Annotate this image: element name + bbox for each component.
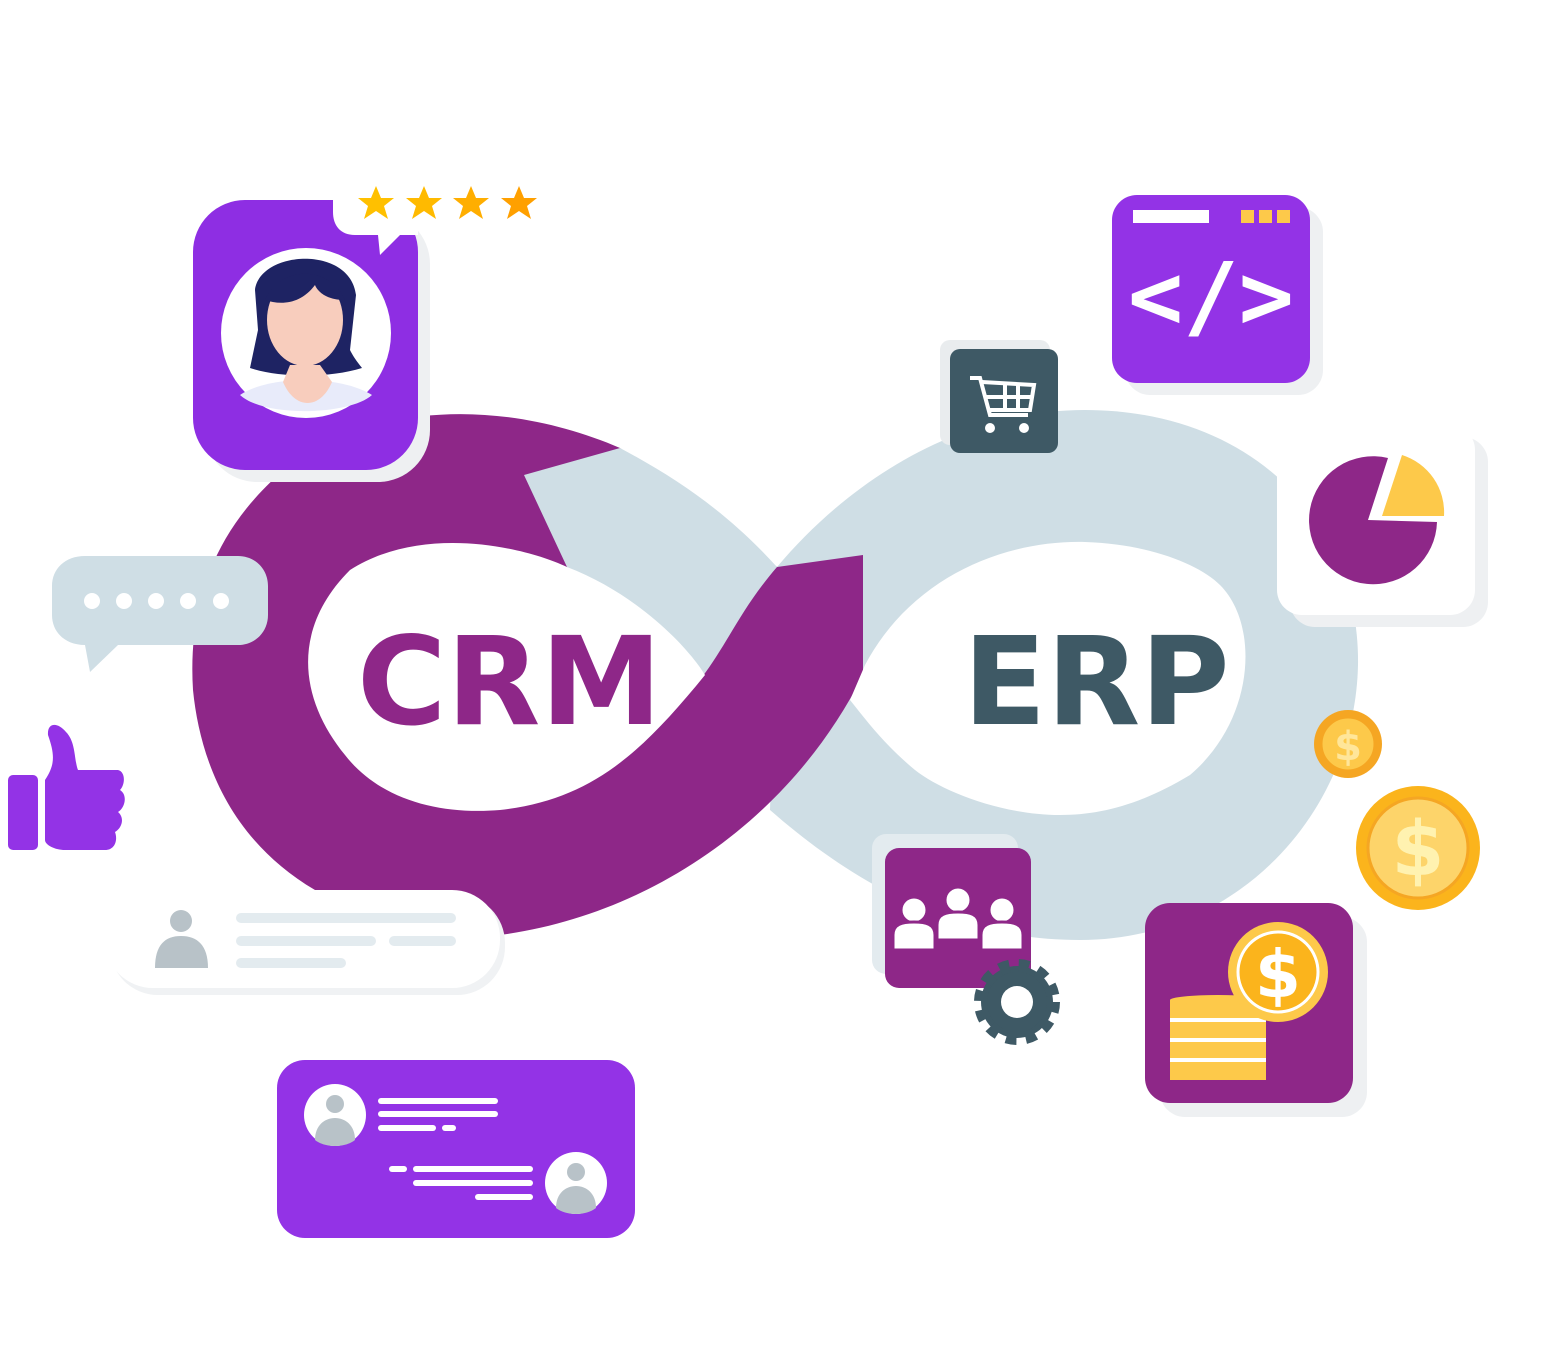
dollar-icon: $: [1255, 936, 1301, 1013]
user-avatar-icon: [545, 1152, 607, 1214]
crm-inner: [308, 542, 705, 811]
contact-card: [105, 890, 505, 995]
customer-profile-card: [193, 200, 430, 482]
shopping-cart-icon: [970, 376, 1037, 433]
code-window: </>: [1112, 195, 1323, 395]
chat-bubble-icon: [52, 556, 268, 672]
dollar-icon: $: [1392, 804, 1445, 893]
gear-icon: [974, 959, 1060, 1045]
erp-inner: [850, 541, 1246, 815]
star-icon: [501, 186, 537, 219]
woman-avatar-icon: [240, 258, 372, 412]
dollar-icon: $: [1334, 724, 1362, 770]
conversation-card: [277, 1060, 635, 1238]
crm-label: CRM: [357, 611, 662, 753]
thumbs-up-icon: [8, 724, 125, 850]
pie-chart-icon: [1309, 455, 1445, 585]
star-icon: [358, 186, 394, 219]
user-icon: [155, 910, 208, 968]
small-coin: $: [1314, 710, 1382, 778]
team-icon: [891, 885, 1025, 952]
crossing-ribbon: [524, 448, 777, 680]
code-icon: </>: [1128, 243, 1294, 350]
finance-tile: $: [1145, 903, 1367, 1117]
erp-label: ERP: [963, 611, 1230, 753]
team-tile: [872, 834, 1060, 1045]
star-icon: [406, 186, 442, 219]
pie-chart-tile: [1277, 425, 1488, 627]
user-avatar-icon: [304, 1084, 366, 1146]
large-coin: $: [1356, 786, 1480, 910]
rating-stars: [358, 186, 537, 219]
shopping-cart-tile: [940, 340, 1058, 453]
star-icon: [453, 186, 489, 219]
